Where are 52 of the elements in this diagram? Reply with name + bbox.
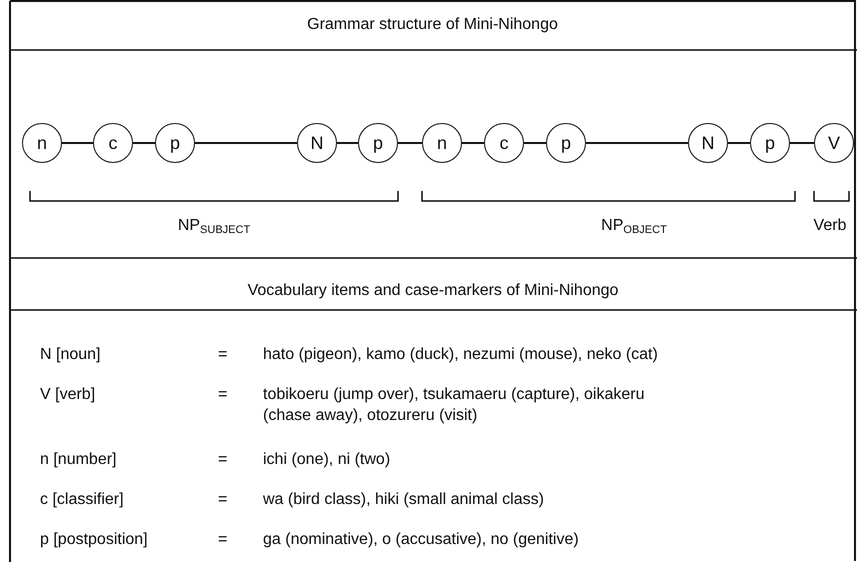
node-circle	[688, 123, 728, 163]
node-circle	[155, 123, 195, 163]
term-label: p [postposition]	[40, 530, 148, 550]
connector-line	[586, 142, 688, 144]
node-circle	[22, 123, 62, 163]
bracket-label: NP$_{SUBJECT}$	[178, 216, 250, 238]
term-label: V [verb]	[40, 385, 96, 405]
node-label: p	[764, 134, 775, 152]
definition-text: ichi (one), ni (two)	[263, 450, 392, 470]
equals-sign: =	[218, 345, 228, 365]
node-label: n	[36, 134, 47, 152]
definition-text: ga (nominative), o (accusative), no (genitive)	[263, 530, 580, 550]
definition-text: tobikoeru (jump over), tsukamaeru (capture), oikakeru (chase away), otozureru (visit)	[263, 385, 646, 426]
term-label: n [number]	[40, 450, 116, 470]
node-circle	[358, 123, 398, 163]
node-circle	[814, 123, 854, 163]
node-circle	[93, 123, 133, 163]
node-circle	[750, 123, 790, 163]
node-label: c	[500, 134, 508, 152]
node-label: n	[436, 134, 447, 152]
term-label: c [classifier]	[40, 490, 124, 510]
node-circle	[546, 123, 586, 163]
connector-line	[337, 142, 358, 144]
connector-line	[133, 142, 155, 144]
node-circle	[422, 123, 462, 163]
node-label: p	[170, 134, 180, 152]
node-label: p	[560, 134, 571, 152]
connector-line	[398, 142, 422, 144]
definition-text: hato (pigeon), kamo (duck), nezumi (mouse), neko (cat)	[263, 345, 659, 365]
bracket-label: NP$_{OBJECT}$	[601, 216, 667, 238]
definition-text: wa (bird class), hiki (small animal class)	[263, 490, 545, 510]
section-heading: Vocabulary items and case-markers of Mini-Nihongo	[248, 281, 618, 301]
bracket-label: Verb	[814, 216, 846, 236]
node-circle	[484, 123, 524, 163]
connector-line	[462, 142, 484, 144]
diagram-title: Grammar structure of Mini-Nihongo	[306, 15, 559, 35]
node-label: N	[702, 134, 714, 152]
node-circle	[297, 123, 337, 163]
equals-sign: =	[218, 530, 228, 550]
connector-line	[62, 142, 93, 144]
connector-line	[790, 142, 814, 144]
node-label: V	[828, 134, 840, 152]
equals-sign: =	[218, 450, 228, 470]
term-label: N [noun]	[40, 345, 100, 365]
node-label: c	[108, 134, 118, 152]
equals-sign: =	[218, 490, 228, 510]
connector-line	[524, 142, 546, 144]
node-label: p	[372, 134, 383, 152]
connector-line	[728, 142, 750, 144]
connector-line	[195, 142, 297, 144]
node-label: N	[310, 134, 324, 152]
equals-sign: =	[218, 385, 228, 405]
